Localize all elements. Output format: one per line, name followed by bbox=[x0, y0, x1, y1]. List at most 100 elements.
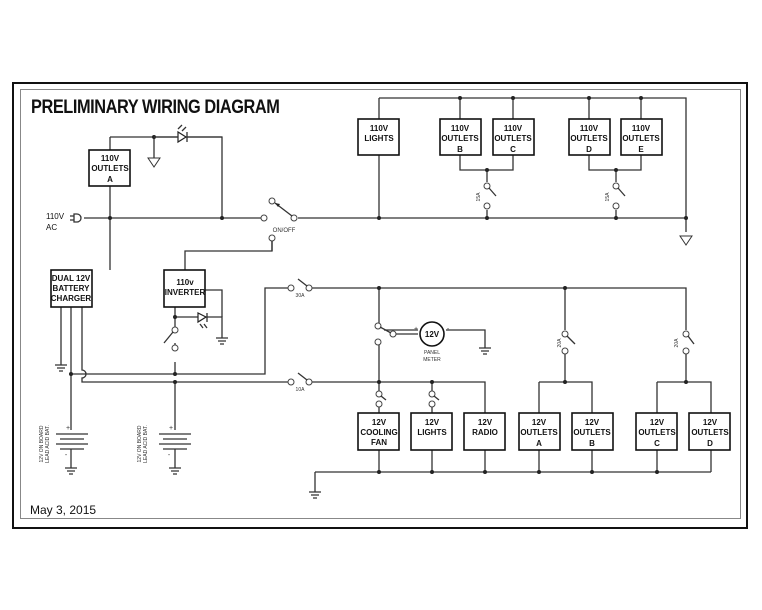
svg-text:LEAD ACID BAT.: LEAD ACID BAT. bbox=[143, 425, 149, 463]
svg-text:OUTLETS: OUTLETS bbox=[691, 428, 729, 437]
svg-text:LIGHTS: LIGHTS bbox=[417, 428, 447, 437]
svg-text:D: D bbox=[707, 439, 713, 448]
svg-text:12V: 12V bbox=[585, 418, 600, 427]
svg-text:12V: 12V bbox=[532, 418, 547, 427]
breaker-dc-main-bottom-rating: 10A bbox=[296, 387, 306, 393]
svg-text:C: C bbox=[510, 145, 516, 154]
svg-text:OUTLETS: OUTLETS bbox=[91, 164, 129, 173]
svg-text:COOLING: COOLING bbox=[360, 428, 397, 437]
diagram-title: PRELIMINARY WIRING DIAGRAM bbox=[31, 97, 280, 118]
main-on-off-switch[interactable] bbox=[260, 197, 298, 251]
outlets-110v-b: 110V OUTLETS B bbox=[439, 118, 482, 156]
breaker-dc-outlets-ab[interactable] bbox=[561, 330, 576, 355]
svg-text:OUTLETS: OUTLETS bbox=[570, 134, 608, 143]
svg-text:110v: 110v bbox=[176, 278, 194, 287]
svg-text:+: + bbox=[169, 425, 173, 432]
ground-icon bbox=[216, 337, 228, 345]
outlets-110v-d: 110V OUTLETS D bbox=[568, 118, 611, 156]
svg-text:12V ON BOARD: 12V ON BOARD bbox=[39, 425, 45, 462]
svg-text:FAN: FAN bbox=[371, 438, 387, 447]
main-switch-label: ON/OFF bbox=[273, 228, 296, 234]
radio-12v: 12V RADIO bbox=[463, 412, 506, 451]
svg-text:A: A bbox=[536, 439, 542, 448]
ac-input-label: 110V bbox=[46, 212, 65, 221]
diagram-date: May 3, 2015 bbox=[30, 503, 97, 517]
svg-text:12V: 12V bbox=[425, 330, 440, 339]
meter-switch[interactable] bbox=[374, 322, 418, 346]
svg-text:C: C bbox=[654, 439, 660, 448]
dual-battery-charger: DUAL 12V BATTERY CHARGER bbox=[50, 269, 93, 308]
outlets-12v-d: 12V OUTLETS D bbox=[688, 412, 731, 451]
svg-text:A: A bbox=[107, 175, 113, 184]
svg-text:110V: 110V bbox=[370, 124, 389, 133]
breaker-ac-bc-rating: 15A bbox=[476, 192, 482, 202]
breaker-dc-outlets-ab-rating: 20A bbox=[557, 338, 563, 348]
breaker-ac-de[interactable] bbox=[612, 182, 626, 210]
svg-text:LIGHTS: LIGHTS bbox=[364, 134, 394, 143]
switch-lights-12v[interactable] bbox=[428, 390, 440, 408]
cooling-fan-12v: 12V COOLING FAN bbox=[357, 412, 400, 451]
inner-frame bbox=[20, 89, 741, 519]
outlets-110v-a: 110V OUTLETS A bbox=[88, 149, 131, 187]
breaker-dc-outlets-cd-rating: 20A bbox=[674, 338, 680, 348]
panel-meter: 12V + - PANEL METER bbox=[414, 321, 450, 363]
ac-input-sublabel: AC bbox=[46, 223, 57, 232]
outlets-110v-c: 110V OUTLETS C bbox=[492, 118, 535, 156]
svg-text:-: - bbox=[168, 452, 171, 459]
svg-text:-: - bbox=[447, 326, 450, 333]
outer-frame bbox=[12, 82, 748, 529]
breaker-dc-outlets-cd[interactable] bbox=[682, 330, 695, 355]
ground-icon bbox=[55, 364, 67, 372]
svg-text:+: + bbox=[66, 425, 70, 432]
inverter-led-icon bbox=[197, 312, 208, 329]
svg-text:12V: 12V bbox=[650, 418, 665, 427]
svg-text:CHARGER: CHARGER bbox=[51, 294, 92, 303]
svg-text:12V: 12V bbox=[703, 418, 718, 427]
outlets-12v-c: 12V OUTLETS C bbox=[635, 412, 678, 451]
svg-text:DUAL 12V: DUAL 12V bbox=[52, 274, 91, 283]
svg-text:OUTLETS: OUTLETS bbox=[520, 428, 558, 437]
ac-plug-icon bbox=[70, 213, 82, 223]
outlets-12v-b: 12V OUTLETS B bbox=[571, 412, 614, 451]
svg-text:D: D bbox=[586, 145, 592, 154]
breaker-ac-bc[interactable] bbox=[483, 182, 497, 210]
ground-icon bbox=[309, 491, 321, 499]
breaker-ac-de-rating: 15A bbox=[605, 192, 611, 202]
svg-text:OUTLETS: OUTLETS bbox=[494, 134, 532, 143]
svg-text:METER: METER bbox=[423, 357, 441, 363]
led-indicator-icon bbox=[154, 124, 222, 144]
svg-text:+: + bbox=[414, 326, 418, 333]
switch-cooling-fan[interactable] bbox=[375, 390, 387, 408]
svg-text:INVERTER: INVERTER bbox=[165, 288, 206, 297]
battery-1: + - 12V ON BOARD LEAD ACID BAT. bbox=[39, 425, 88, 475]
svg-text:LEAD ACID BAT.: LEAD ACID BAT. bbox=[45, 425, 51, 463]
svg-text:110V: 110V bbox=[632, 124, 651, 133]
svg-text:OUTLETS: OUTLETS bbox=[441, 134, 479, 143]
ground-icon bbox=[679, 235, 693, 246]
svg-text:OUTLETS: OUTLETS bbox=[638, 428, 676, 437]
svg-text:B: B bbox=[457, 145, 463, 154]
svg-text:PANEL: PANEL bbox=[424, 350, 440, 356]
dc-wires bbox=[60, 287, 712, 492]
ground-icon bbox=[147, 157, 161, 168]
battery-2: + - 12V ON BOARD LEAD ACID BAT. bbox=[137, 425, 191, 475]
svg-text:110V: 110V bbox=[451, 124, 470, 133]
outlets-110v-e: 110V OUTLETS E bbox=[620, 118, 663, 156]
breaker-dc-main-bottom[interactable] bbox=[287, 372, 313, 386]
svg-text:12V: 12V bbox=[425, 418, 440, 427]
lights-12v: 12V LIGHTS bbox=[410, 412, 453, 451]
svg-text:OUTLETS: OUTLETS bbox=[573, 428, 611, 437]
breaker-dc-main-top[interactable] bbox=[287, 278, 313, 292]
svg-text:12V: 12V bbox=[478, 418, 493, 427]
lights-110v: 110V LIGHTS bbox=[357, 118, 400, 156]
outlets-12v-a: 12V OUTLETS A bbox=[518, 412, 561, 451]
breaker-dc-main-top-rating: 30A bbox=[296, 293, 306, 299]
svg-text:-: - bbox=[65, 452, 68, 459]
ground-icon bbox=[479, 347, 491, 355]
svg-text:OUTLETS: OUTLETS bbox=[622, 134, 660, 143]
svg-text:E: E bbox=[638, 145, 644, 154]
svg-text:12V: 12V bbox=[372, 418, 387, 427]
inverter-switch[interactable] bbox=[163, 326, 179, 352]
svg-text:110V: 110V bbox=[101, 154, 120, 163]
